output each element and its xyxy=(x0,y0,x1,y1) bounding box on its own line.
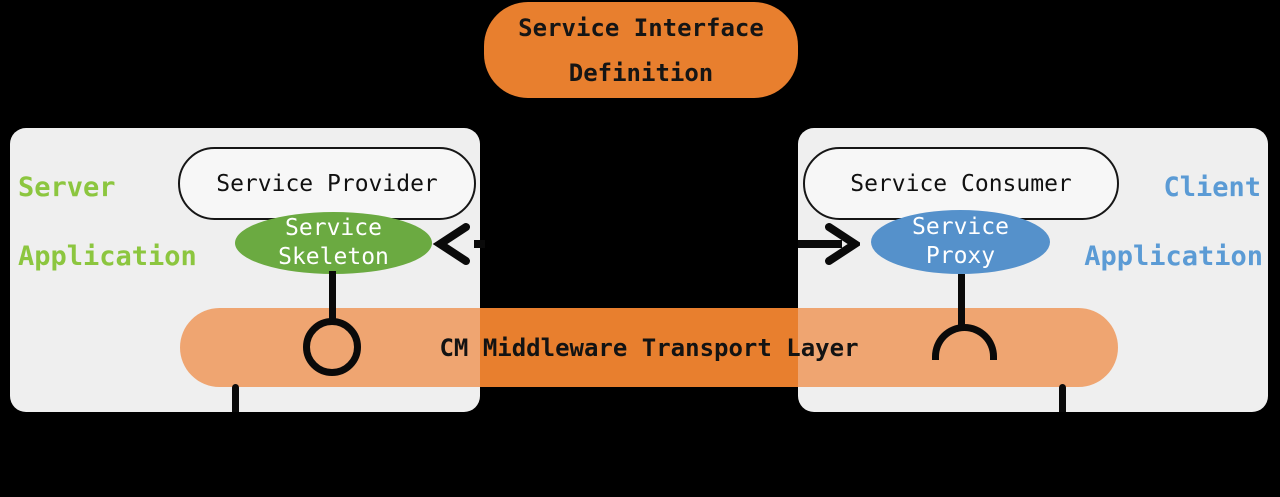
client-label-line1: Client xyxy=(1163,172,1261,203)
service-proxy-label-line2: Proxy xyxy=(925,243,996,269)
service-consumer-label: Service Consumer xyxy=(850,170,1072,197)
proxy-connector-stem xyxy=(958,274,965,328)
client-label-line2: Application xyxy=(1084,241,1263,272)
service-interface-definition-line1: Service Interface xyxy=(518,13,764,42)
service-interface-definition-box: Service Interface Definition xyxy=(484,2,798,98)
service-provider-node: Service Provider xyxy=(178,147,476,220)
server-label-line2: Application xyxy=(18,241,197,272)
service-skeleton-label-line2: Skeleton xyxy=(278,244,389,270)
client-panel-bottom-connector xyxy=(1059,384,1066,412)
provided-interface-lollipop-icon xyxy=(303,318,361,376)
service-provider-label: Service Provider xyxy=(216,170,438,197)
server-panel-bottom-connector xyxy=(232,384,239,412)
service-skeleton-node: Service Skeleton xyxy=(235,212,432,274)
required-interface-socket-icon xyxy=(932,324,997,360)
server-label-line1: Server xyxy=(18,172,116,203)
service-consumer-node: Service Consumer xyxy=(803,147,1119,220)
service-interface-definition-line2: Definition xyxy=(568,58,714,87)
skeleton-connector-stem xyxy=(329,271,336,321)
transport-layer-label: CM Middleware Transport Layer xyxy=(439,333,859,362)
arrow-left-icon xyxy=(432,223,485,265)
service-proxy-node: Service Proxy xyxy=(871,210,1050,274)
arrow-right-icon xyxy=(798,223,860,265)
service-skeleton-label-line1: Service xyxy=(285,215,382,241)
service-proxy-label-line1: Service xyxy=(912,214,1009,240)
